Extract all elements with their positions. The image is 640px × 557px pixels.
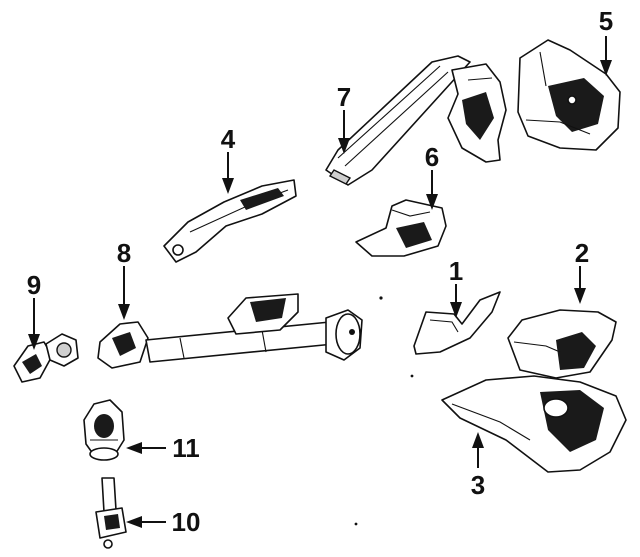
callout-4: 4 (221, 124, 236, 154)
stray-dot (379, 296, 383, 300)
part-7-support-beam (325, 55, 507, 186)
part-3-lower-cover (441, 375, 627, 473)
part-2-upper-cover (507, 309, 617, 379)
leader-lines (28, 36, 612, 528)
callout-labels: 7 5 4 6 8 9 1 2 3 11 10 (27, 6, 613, 537)
part-4-bracket (163, 179, 297, 263)
callout-6: 6 (425, 142, 439, 172)
part-1-trim-panel (413, 291, 501, 355)
callout-9: 9 (27, 270, 41, 300)
callout-10: 10 (172, 507, 201, 537)
callout-7: 7 (337, 82, 351, 112)
part-6-bracket (355, 199, 447, 257)
callout-5: 5 (599, 6, 613, 36)
part-9-universal-joint (13, 333, 79, 383)
part-8-steering-shaft (97, 293, 363, 369)
part-10-coupler (95, 477, 127, 549)
stray-dot (354, 522, 358, 526)
stray-dot (410, 374, 414, 378)
callout-11: 11 (172, 433, 200, 463)
part-11-retainer (83, 399, 125, 461)
callout-2: 2 (575, 238, 589, 268)
part-5-bracket (517, 39, 621, 151)
callout-8: 8 (117, 238, 131, 268)
callout-1: 1 (449, 256, 463, 286)
callout-3: 3 (471, 470, 485, 500)
